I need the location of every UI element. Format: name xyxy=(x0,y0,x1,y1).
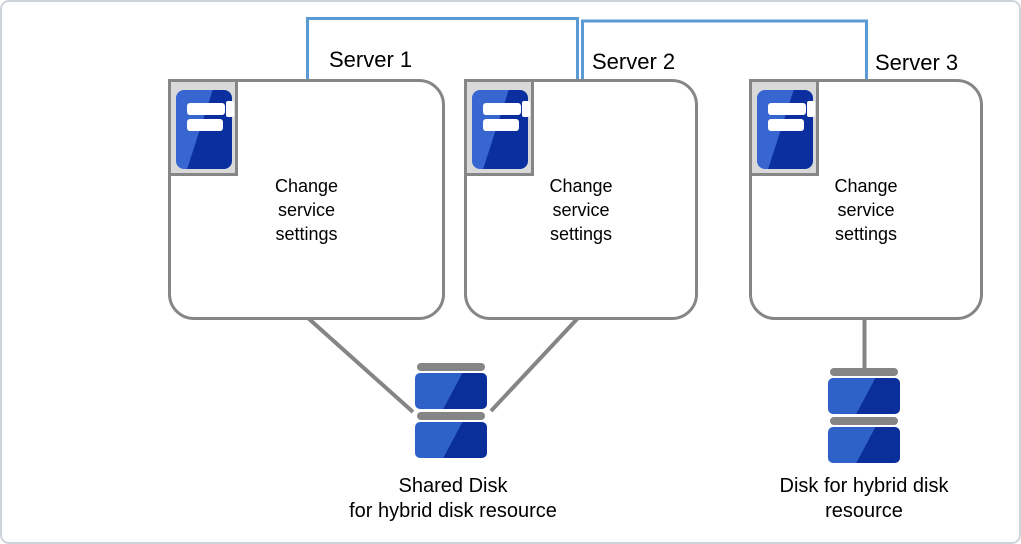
server-slot-icon xyxy=(187,103,225,115)
server-tower-shape xyxy=(472,90,530,169)
disk-bar-shape xyxy=(417,363,485,371)
server-slot-icon xyxy=(483,103,521,115)
server-slot-icon xyxy=(768,119,804,131)
server-slot-notch-icon xyxy=(807,101,815,117)
disk-body-shape xyxy=(415,373,487,409)
server1-label: Server 1 xyxy=(329,47,413,72)
server-slot-notch-icon xyxy=(522,101,530,117)
server-slot-icon xyxy=(187,119,223,131)
server1-action-text: Change service settings xyxy=(274,176,339,244)
disk-bar-shape xyxy=(830,368,898,376)
disk-link-server1 xyxy=(306,316,415,414)
server2-action-text: Change service settings xyxy=(549,176,613,244)
hybrid-disk-icon xyxy=(828,368,900,463)
disk-link-server2 xyxy=(489,316,580,413)
server-icon xyxy=(464,79,534,176)
server-icon xyxy=(168,79,238,176)
server-slot-icon xyxy=(768,103,806,115)
server-icon xyxy=(749,79,819,176)
server-slot-icon xyxy=(483,119,519,131)
disk-body-shape xyxy=(828,427,900,463)
server-tower-shape xyxy=(757,90,815,169)
network-bus-server1-server2 xyxy=(306,17,579,82)
server-slot-notch-icon xyxy=(226,101,234,117)
hybrid-disk-label: Disk for hybrid disk resource xyxy=(779,475,949,522)
server3-action-text: Change service settings xyxy=(834,176,898,244)
disk-bar-shape xyxy=(417,412,485,420)
server-tower-shape xyxy=(176,90,234,169)
disk-body-shape xyxy=(828,378,900,414)
server3-label: Server 3 xyxy=(875,50,959,75)
server2-label: Server 2 xyxy=(592,49,676,74)
shared-disk-icon xyxy=(415,363,487,458)
disk-bar-shape xyxy=(830,417,898,425)
shared-disk-label: Shared Disk for hybrid disk resource xyxy=(349,475,557,522)
network-bus-server2-server3 xyxy=(581,19,868,82)
disk-body-shape xyxy=(415,422,487,458)
